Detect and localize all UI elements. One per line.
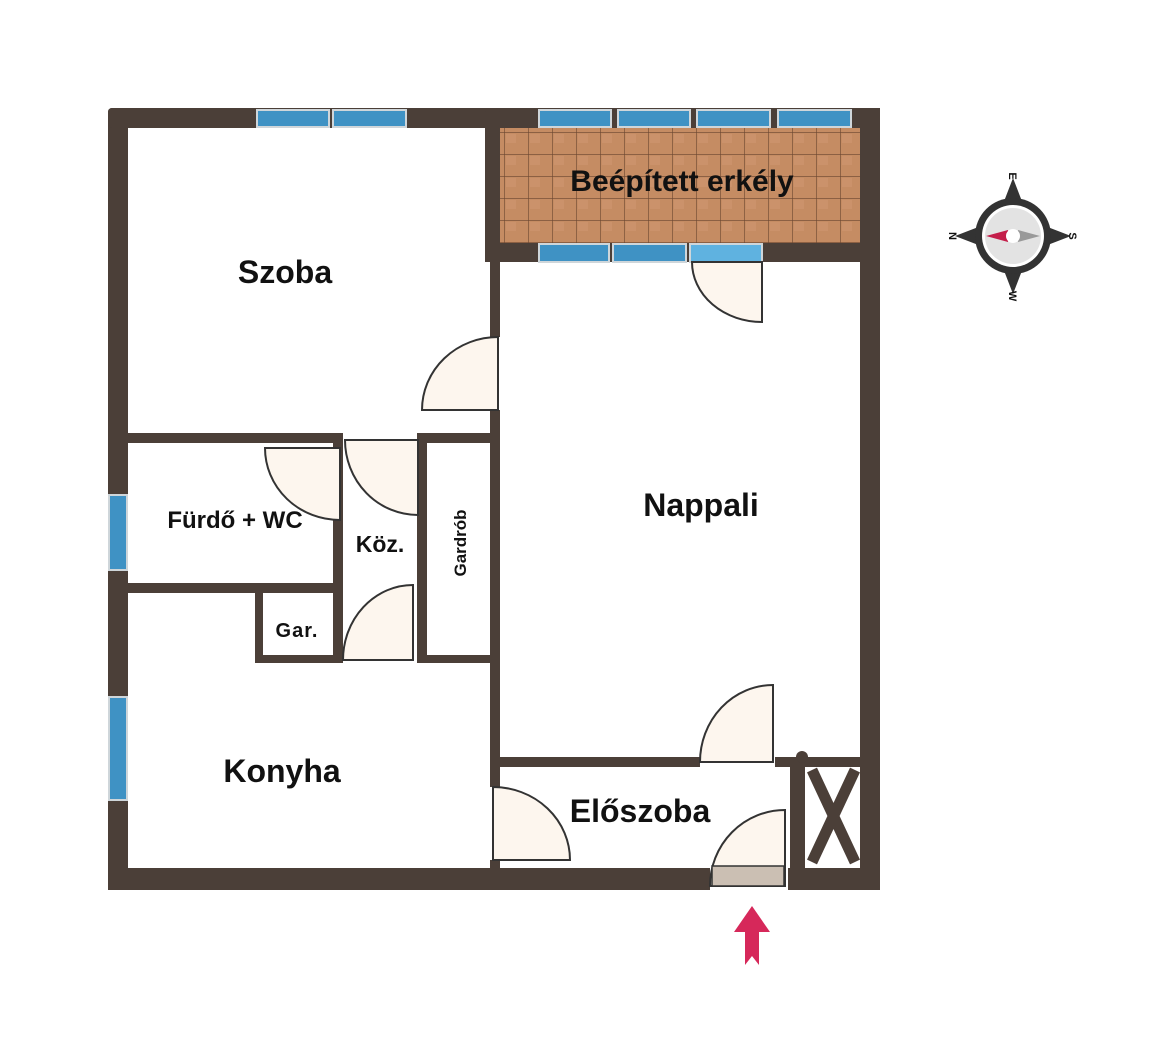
room-label-eloszoba: Előszoba [570, 793, 711, 829]
door-koz-top[interactable] [343, 439, 419, 517]
door-konyha-eloszoba[interactable] [492, 785, 572, 861]
compass-n: N [946, 232, 958, 240]
room-label-koz: Köz. [356, 531, 405, 557]
room-label-szoba: Szoba [238, 254, 332, 290]
compass-e: E [1006, 172, 1018, 179]
compass-s: S [1066, 232, 1078, 239]
door-koz-bottom[interactable] [341, 583, 414, 661]
door-szoba[interactable] [420, 335, 499, 411]
shaft-cross [807, 767, 860, 865]
room-label-furdo: Fürdő + WC [167, 507, 302, 534]
compass-w: W [1006, 291, 1018, 302]
entrance-threshold [711, 865, 785, 887]
balcony-floor [500, 128, 860, 243]
door-nappali[interactable] [698, 683, 774, 763]
room-label-gar: Gar. [276, 620, 319, 642]
room-label-gardrob: Gardrób [451, 509, 470, 576]
windows [108, 109, 852, 801]
door-furdo[interactable] [263, 447, 341, 522]
room-label-erkely: Beépített erkély [570, 165, 794, 198]
room-label-konyha: Konyha [223, 753, 341, 789]
room-label-nappali: Nappali [643, 487, 759, 523]
door-balcony[interactable] [690, 261, 763, 324]
entrance-arrow-icon [734, 906, 770, 965]
compass-icon: N E S W [946, 172, 1078, 301]
